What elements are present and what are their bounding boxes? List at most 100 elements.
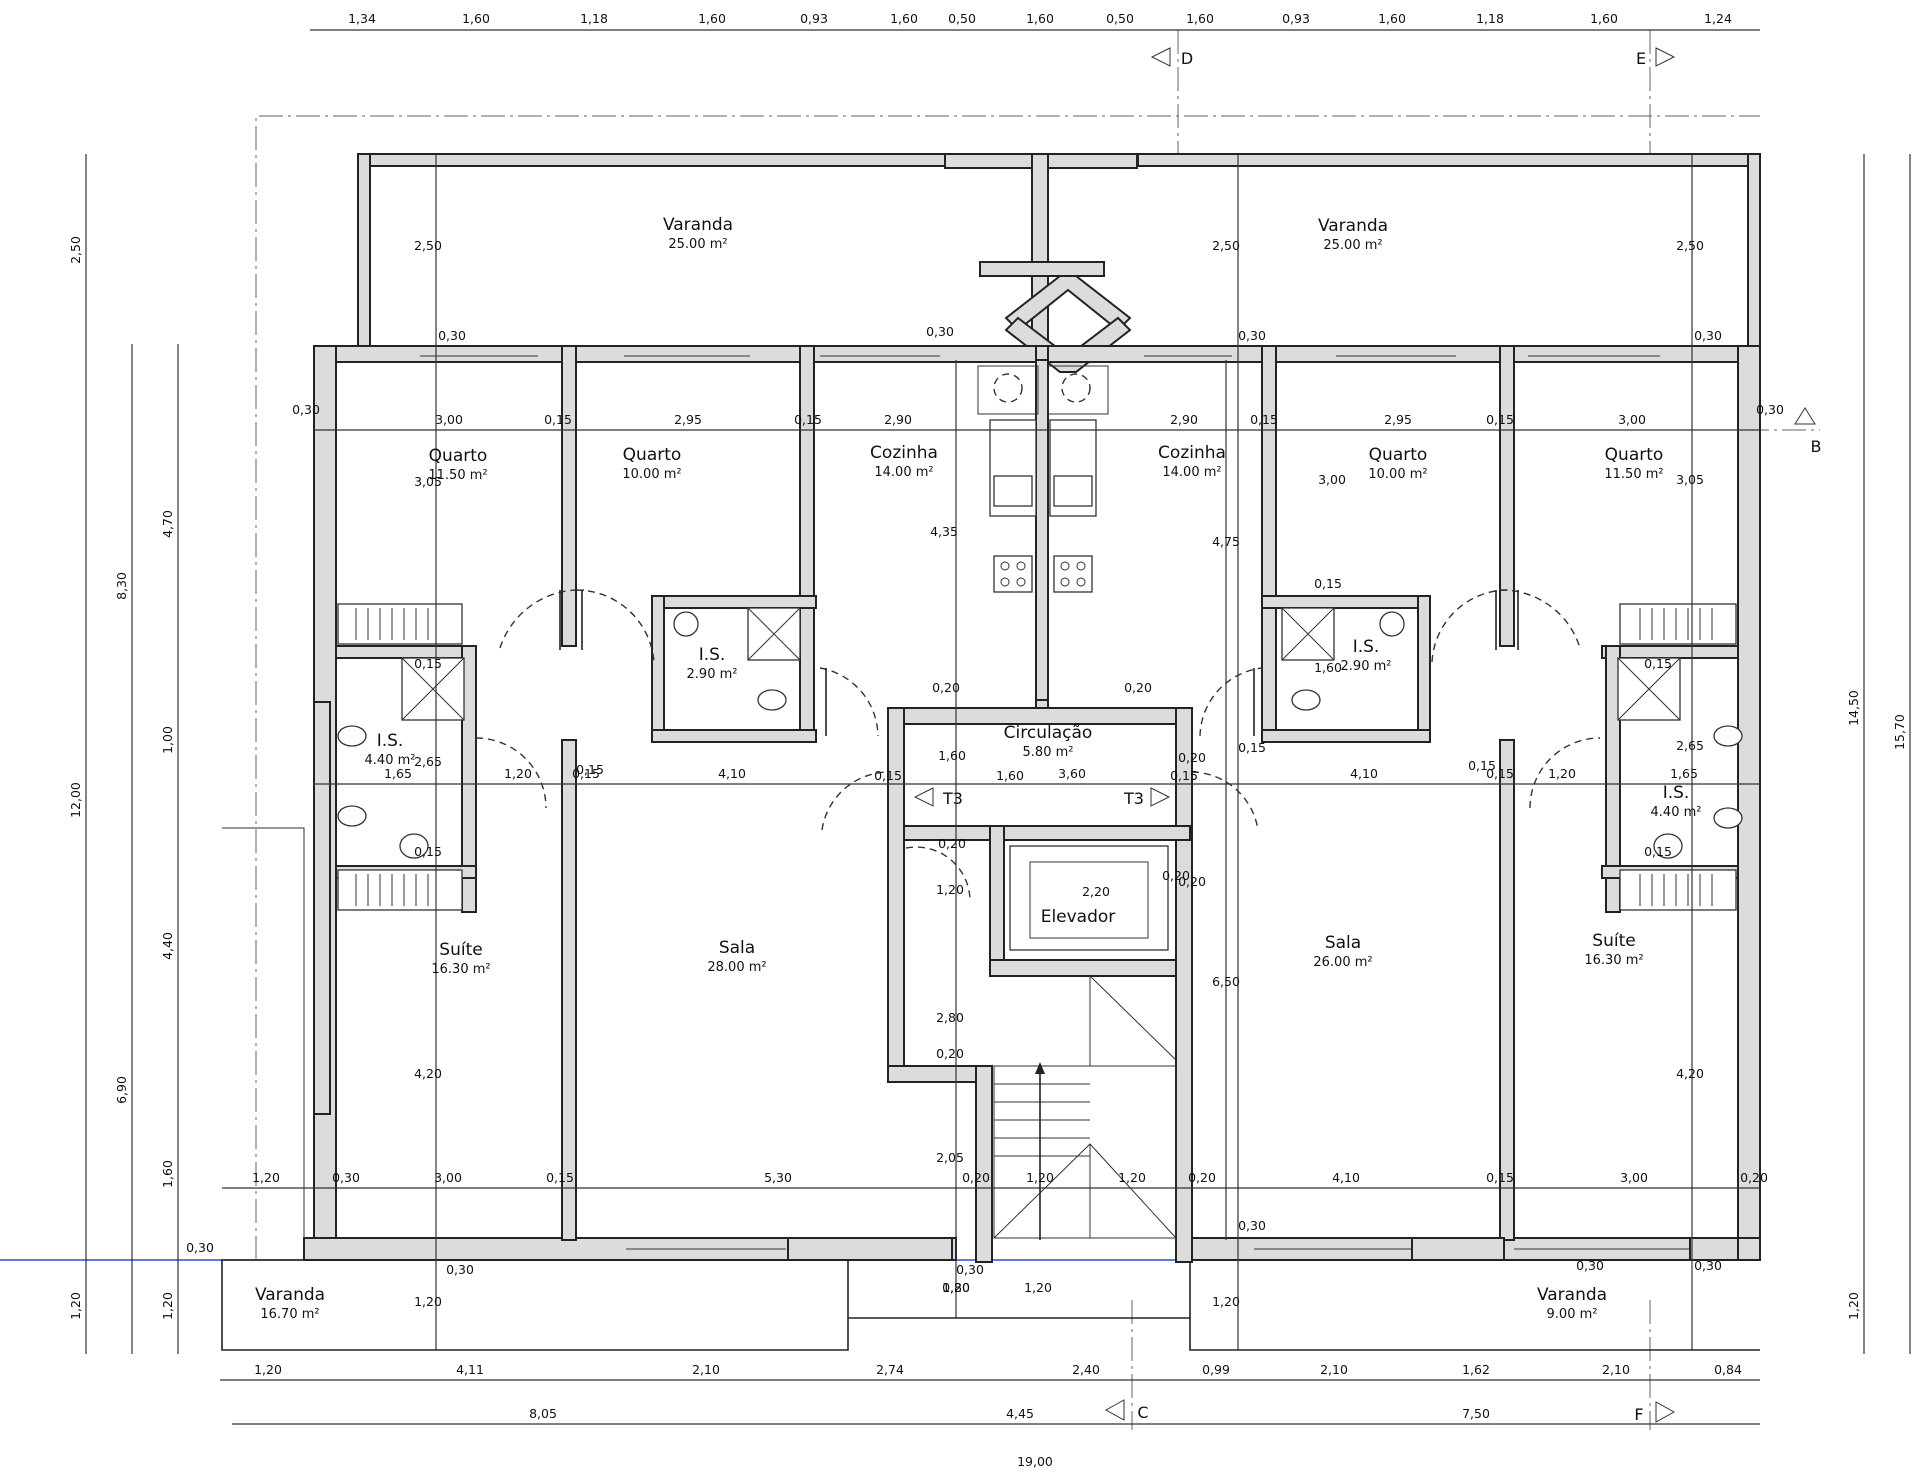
- room-area: 25.00 m²: [668, 237, 727, 252]
- room-area: 11.50 m²: [1604, 467, 1663, 482]
- section-label-t3-left: T3: [942, 789, 963, 808]
- dimension-lines: [85, 29, 1911, 1425]
- room-name: Quarto: [623, 445, 682, 465]
- dim-top: 1,60: [1186, 11, 1214, 26]
- dim-row: 0,15: [572, 766, 600, 781]
- dim-misc: 1,20: [1024, 1280, 1052, 1295]
- dim-misc: 1,20: [414, 1294, 442, 1309]
- dim-row: 2,90: [884, 412, 912, 427]
- dim-misc: 2,50: [414, 238, 442, 253]
- dim-overall: 19,00: [1017, 1454, 1053, 1469]
- dim-row: 2,95: [1384, 412, 1412, 427]
- room-area: 4.40 m²: [365, 753, 416, 768]
- room-name: Varanda: [255, 1285, 325, 1305]
- dim-bottom: 1,62: [1462, 1362, 1490, 1377]
- dim-left: 4,40: [160, 932, 175, 960]
- dim-misc: 2,65: [1676, 738, 1704, 753]
- dim-bottom: 2,10: [692, 1362, 720, 1377]
- dim-misc: 4,35: [930, 524, 958, 539]
- dim-row: 1,20: [1118, 1170, 1146, 1185]
- room-name: I.S.: [1353, 637, 1380, 657]
- dim-misc: 0,15: [414, 656, 442, 671]
- dim-misc: 1,60: [996, 768, 1024, 783]
- dim-row: 3,60: [1058, 766, 1086, 781]
- room-name: I.S.: [1663, 783, 1690, 803]
- section-label-e: E: [1636, 49, 1646, 68]
- room-name: Sala: [719, 938, 755, 958]
- dim-misc: 0,15: [414, 844, 442, 859]
- axis-lines: [255, 30, 1820, 1430]
- dim-top: 1,60: [890, 11, 918, 26]
- dim-row: 2,90: [1170, 412, 1198, 427]
- dim-left: 12,00: [68, 782, 83, 818]
- dim-top: 1,24: [1704, 11, 1732, 26]
- dim-misc: 1,60: [938, 748, 966, 763]
- section-label-t3-right: T3: [1123, 789, 1144, 808]
- room-name: Varanda: [663, 215, 733, 235]
- dim-misc: 0,30: [1238, 328, 1266, 343]
- dim-misc: 2,50: [1212, 238, 1240, 253]
- dim-misc: 0,80: [942, 1280, 970, 1295]
- dim-row: 2,95: [674, 412, 702, 427]
- dim-misc: 0,15: [1468, 758, 1496, 773]
- dim-top: 0,50: [948, 11, 976, 26]
- dim-row: 0,30: [332, 1170, 360, 1185]
- room-area: 10.00 m²: [622, 467, 681, 482]
- dim-misc: 0,20: [932, 680, 960, 695]
- dim-misc: 0,20: [1178, 750, 1206, 765]
- room-name: Circulação: [1004, 723, 1093, 743]
- dim-row: 0,15: [1486, 1170, 1514, 1185]
- dim-misc: 1,20: [1212, 1294, 1240, 1309]
- dim-misc: 0,30: [1238, 1218, 1266, 1233]
- dim-misc: 1,60: [1314, 660, 1342, 675]
- dim-row: 1,65: [1670, 766, 1698, 781]
- walls: [303, 153, 1761, 1263]
- dim-misc: 0,20: [938, 836, 966, 851]
- room-area: 2.90 m²: [1341, 659, 1392, 674]
- room-name: Quarto: [1369, 445, 1428, 465]
- dim-row: 3,00: [1618, 412, 1646, 427]
- room-area: 5.80 m²: [1023, 745, 1074, 760]
- dim-misc: 4,75: [1212, 534, 1240, 549]
- section-markers: D E B C F T3 T3: [913, 47, 1822, 1424]
- room-area: 2.90 m²: [687, 667, 738, 682]
- room-area: 11.50 m²: [428, 468, 487, 483]
- dim-top: 1,60: [1026, 11, 1054, 26]
- dim-top: 1,34: [348, 11, 376, 26]
- elevator-car: [1009, 845, 1169, 951]
- room-name: Quarto: [1605, 445, 1664, 465]
- dim-top: 0,50: [1106, 11, 1134, 26]
- dim-top: 1,60: [698, 11, 726, 26]
- dim-misc: 0,15: [1170, 768, 1198, 783]
- dim-row: 0,20: [962, 1170, 990, 1185]
- windows: [420, 355, 1690, 1250]
- dim-misc: 0,20: [936, 1046, 964, 1061]
- dim-top: 1,18: [580, 11, 608, 26]
- dim-top: 1,60: [462, 11, 490, 26]
- room-name: Varanda: [1318, 216, 1388, 236]
- dim-misc: 0,30: [926, 324, 954, 339]
- dim-left: 4,70: [160, 510, 175, 538]
- dim-row: 3,00: [434, 1170, 462, 1185]
- dim-misc: 0,20: [1124, 680, 1152, 695]
- dim-left: 8,30: [114, 572, 129, 600]
- dim-left: 1,60: [160, 1160, 175, 1188]
- dim-misc: 1,20: [936, 882, 964, 897]
- dim-row: 0,15: [544, 412, 572, 427]
- dim-misc: 0,30: [1576, 1258, 1604, 1273]
- section-label-b: B: [1811, 437, 1822, 456]
- dim-row: 4,10: [718, 766, 746, 781]
- section-label-f: F: [1634, 1405, 1643, 1424]
- dim-bottom: 2,40: [1072, 1362, 1100, 1377]
- dim-misc: 2,50: [1676, 238, 1704, 253]
- dim-top: 1,60: [1378, 11, 1406, 26]
- room-name: Elevador: [1041, 907, 1116, 927]
- dim-misc: 0,20: [1178, 874, 1206, 889]
- dim-misc: 0,15: [874, 768, 902, 783]
- dim-row: 4,10: [1332, 1170, 1360, 1185]
- room-area: 28.00 m²: [707, 960, 766, 975]
- dim-misc: 0,20: [1162, 868, 1190, 883]
- dim-row: 4,10: [1350, 766, 1378, 781]
